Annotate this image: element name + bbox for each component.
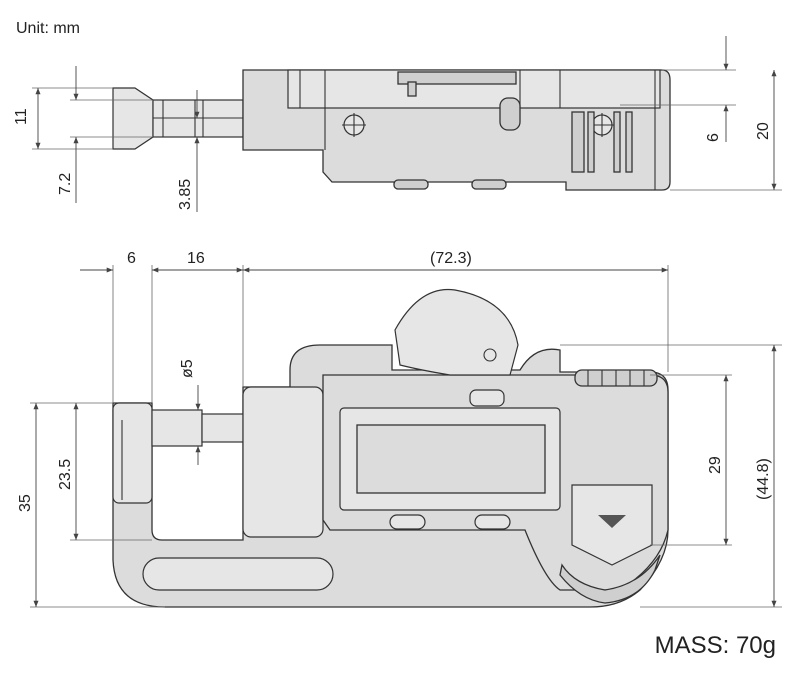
dim-11: 11 [13,108,30,125]
dim-44-8: (44.8) [755,458,772,500]
dim-6-side: 6 [705,133,722,142]
side-button-1 [393,179,429,190]
dim-20: 20 [755,122,772,140]
button-left [389,514,426,530]
dim-6-front: 6 [127,250,136,267]
top-latch [469,389,505,407]
side-anvil [112,87,154,150]
dim-16: 16 [187,250,205,267]
lcd-display [356,424,546,494]
front-housing [242,386,324,538]
down-triangle-icon [598,515,626,528]
dim-29: 29 [707,456,724,474]
dim-3-85: 3.85 [177,179,194,210]
front-view: 6 16 (72.3) ø5 23.5 35 29 (44.8) [17,250,782,608]
bottom-knurl [559,554,661,604]
side-knurl [571,111,633,173]
dim-35: 35 [17,494,34,512]
front-frame-slot [142,557,334,591]
dim-7-2: 7.2 [57,173,74,195]
unit-label: Unit: mm [16,20,80,37]
button-right [474,514,511,530]
side-view: 11 7.2 3.85 6 20 [13,36,782,212]
top-knurl [574,369,658,387]
front-anvil [112,402,153,504]
side-button-2 [471,179,507,190]
dim-72-3: (72.3) [430,250,472,267]
front-spindle [151,409,203,447]
mass-label: MASS: 70g [654,632,776,659]
dim-23-5: 23.5 [57,459,74,490]
dim-diameter-5: ø5 [179,359,196,378]
clamp-lever [394,288,519,376]
